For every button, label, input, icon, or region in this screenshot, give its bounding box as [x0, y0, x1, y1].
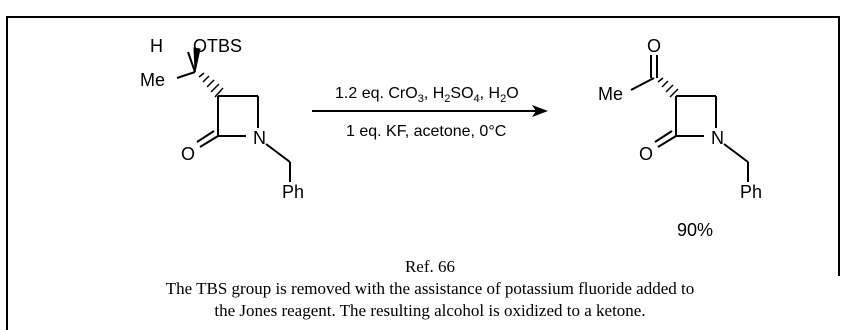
reactant-carbonyl-2: [196, 130, 215, 143]
product-ph-label: Ph: [740, 182, 762, 202]
product-o-label: O: [639, 144, 653, 164]
product-benzyl-1: [723, 143, 749, 163]
frame-border-left: [6, 16, 8, 330]
product-yield: 90%: [677, 220, 713, 240]
reaction-arrow: [312, 105, 548, 117]
conditions-line-1: 1.2 eq. CrO3, H2SO4, H2O: [335, 85, 519, 105]
reactant-wedge-o: [193, 47, 201, 73]
product-structure: [630, 55, 749, 182]
conditions-line-2: 1 eq. KF, acetone, 0°C: [346, 123, 506, 140]
reactant-me-label: Me: [140, 70, 165, 90]
product-n-label: N: [711, 128, 724, 148]
product-bond-me: [630, 77, 655, 91]
product-carbonyl-1: [657, 135, 677, 148]
reactant-o-label: O: [181, 144, 195, 164]
reference-label: Ref. 66: [404, 257, 456, 276]
reactant-bond-me: [176, 71, 196, 79]
reactant-otbs-label: OTBS: [193, 36, 242, 56]
product-carbonyl-2: [654, 130, 673, 143]
product-hashed-bond: [657, 77, 679, 98]
reaction-scheme: H OTBS Me O N Ph 1.2 eq. CrO3, H2SO4, H2…: [140, 36, 762, 240]
caption-line-1: The TBS group is removed with the assist…: [165, 279, 695, 298]
reactant-n-label: N: [253, 128, 266, 148]
product-me-label: Me: [598, 84, 623, 104]
reactant-h-label: H: [150, 36, 163, 56]
reactant-ph-label: Ph: [282, 182, 304, 202]
reactant-structure: [176, 47, 291, 182]
reactant-carbonyl-1: [199, 135, 219, 148]
frame-border-right: [838, 16, 840, 276]
caption-line-2: the Jones reagent. The resulting alcohol…: [214, 301, 646, 320]
product-o-top-label: O: [647, 36, 661, 56]
reactant-hashed-bond: [198, 72, 224, 98]
reactant-benzyl-1: [265, 143, 291, 163]
frame-border-top: [6, 16, 840, 18]
reactant-bond-h: [187, 51, 196, 73]
